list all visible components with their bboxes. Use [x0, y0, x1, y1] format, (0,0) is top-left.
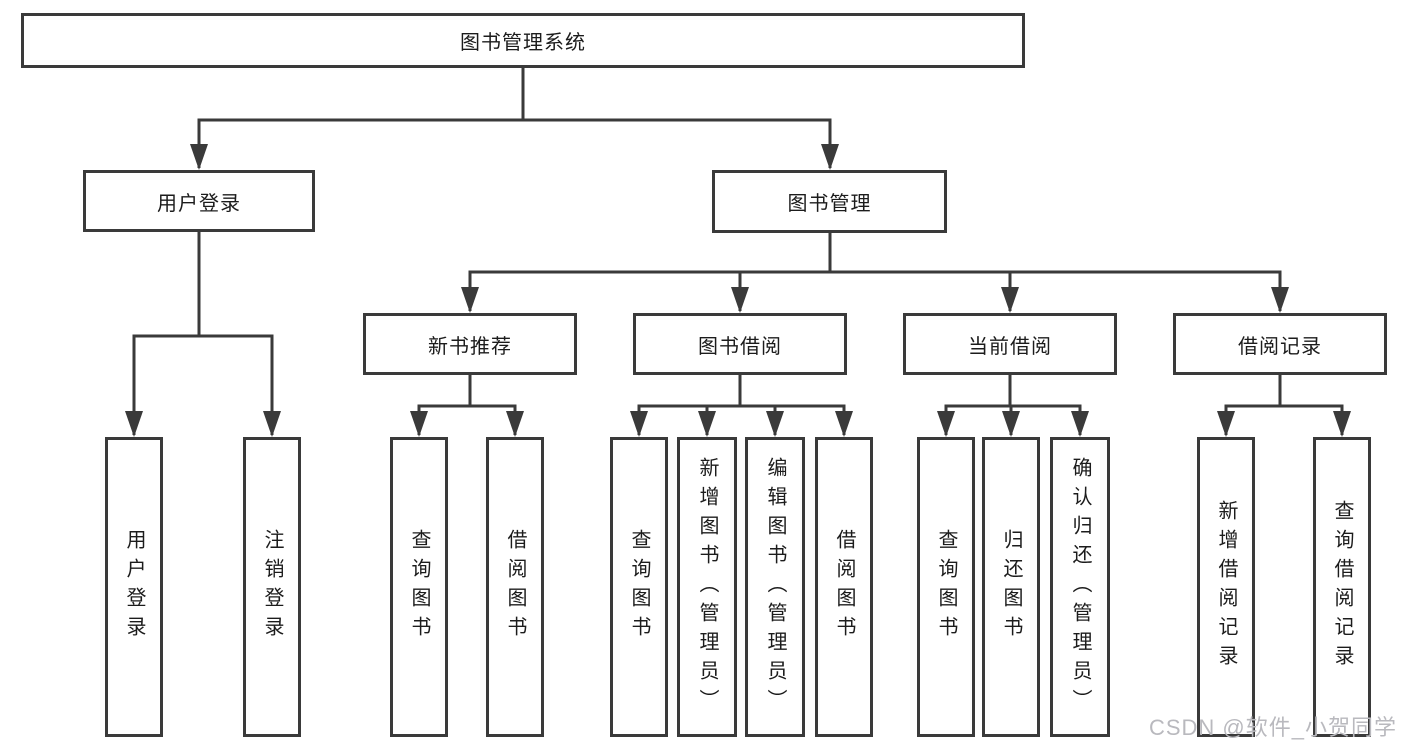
leaf-confirm-return-admin-label: 确认归还（管理员） — [1069, 456, 1091, 718]
leaf-logout: 注销登录 — [243, 437, 301, 737]
arrowhead — [1001, 287, 1019, 313]
leaf-borrow-books-2: 借阅图书 — [815, 437, 873, 737]
arrowhead — [1071, 411, 1089, 437]
leaf-edit-book-admin-label: 编辑图书（管理员） — [764, 456, 786, 718]
root-node: 图书管理系统 — [21, 13, 1025, 68]
leaf-query-borrow-record-label: 查询借阅记录 — [1331, 500, 1353, 674]
arrowhead — [835, 411, 853, 437]
leaf-confirm-return-admin: 确认归还（管理员） — [1050, 437, 1110, 737]
leaf-add-borrow-record-label: 新增借阅记录 — [1215, 500, 1237, 674]
leaf-borrow-books-2-label: 借阅图书 — [833, 529, 855, 645]
leaf-query-books-3-label: 查询图书 — [935, 529, 957, 645]
leaf-logout-label: 注销登录 — [261, 529, 283, 645]
node-current-borrow-label: 当前借阅 — [968, 335, 1052, 358]
node-book-management: 图书管理 — [712, 170, 947, 233]
leaf-query-books-1: 查询图书 — [390, 437, 448, 737]
arrowhead — [190, 144, 208, 170]
node-new-book-recommend: 新书推荐 — [363, 313, 577, 375]
node-borrow-records-label: 借阅记录 — [1238, 335, 1322, 358]
node-book-borrow: 图书借阅 — [633, 313, 847, 375]
leaf-query-borrow-record: 查询借阅记录 — [1313, 437, 1371, 737]
leaf-add-borrow-record: 新增借阅记录 — [1197, 437, 1255, 737]
leaf-query-books-3: 查询图书 — [917, 437, 975, 737]
leaf-borrow-books-1: 借阅图书 — [486, 437, 544, 737]
node-current-borrow: 当前借阅 — [903, 313, 1117, 375]
leaf-return-book: 归还图书 — [982, 437, 1040, 737]
leaf-return-book-label: 归还图书 — [1000, 529, 1022, 645]
arrowhead — [630, 411, 648, 437]
arrowhead — [125, 411, 143, 437]
csdn-watermark: CSDN @软件_小贺同学 — [1148, 715, 1397, 740]
arrowhead — [263, 411, 281, 437]
leaf-user-login: 用户登录 — [105, 437, 163, 737]
arrowhead — [698, 411, 716, 437]
leaf-query-books-1-label: 查询图书 — [408, 529, 430, 645]
arrowhead — [410, 411, 428, 437]
arrowhead — [1217, 411, 1235, 437]
leaf-query-books-2: 查询图书 — [610, 437, 668, 737]
node-user-login: 用户登录 — [83, 170, 315, 232]
node-user-login-label: 用户登录 — [157, 192, 241, 215]
leaf-user-login-label: 用户登录 — [123, 529, 145, 645]
arrowhead — [937, 411, 955, 437]
root-node-label: 图书管理系统 — [460, 32, 586, 54]
arrowhead — [461, 287, 479, 313]
leaf-add-book-admin: 新增图书（管理员） — [677, 437, 737, 737]
leaf-query-books-2-label: 查询图书 — [628, 529, 650, 645]
node-book-management-label: 图书管理 — [787, 193, 872, 215]
arrowhead — [766, 411, 784, 437]
arrowhead — [1271, 287, 1289, 313]
node-new-book-recommend-label: 新书推荐 — [428, 335, 512, 358]
leaf-edit-book-admin: 编辑图书（管理员） — [745, 437, 805, 737]
arrowhead — [506, 411, 524, 437]
leaf-borrow-books-1-label: 借阅图书 — [504, 529, 526, 645]
arrowhead — [1002, 411, 1020, 437]
arrowhead — [1333, 411, 1351, 437]
node-borrow-records: 借阅记录 — [1173, 313, 1387, 375]
arrowhead — [731, 287, 749, 313]
node-book-borrow-label: 图书借阅 — [698, 335, 782, 358]
leaf-add-book-admin-label: 新增图书（管理员） — [696, 456, 718, 718]
arrowhead — [821, 144, 839, 170]
